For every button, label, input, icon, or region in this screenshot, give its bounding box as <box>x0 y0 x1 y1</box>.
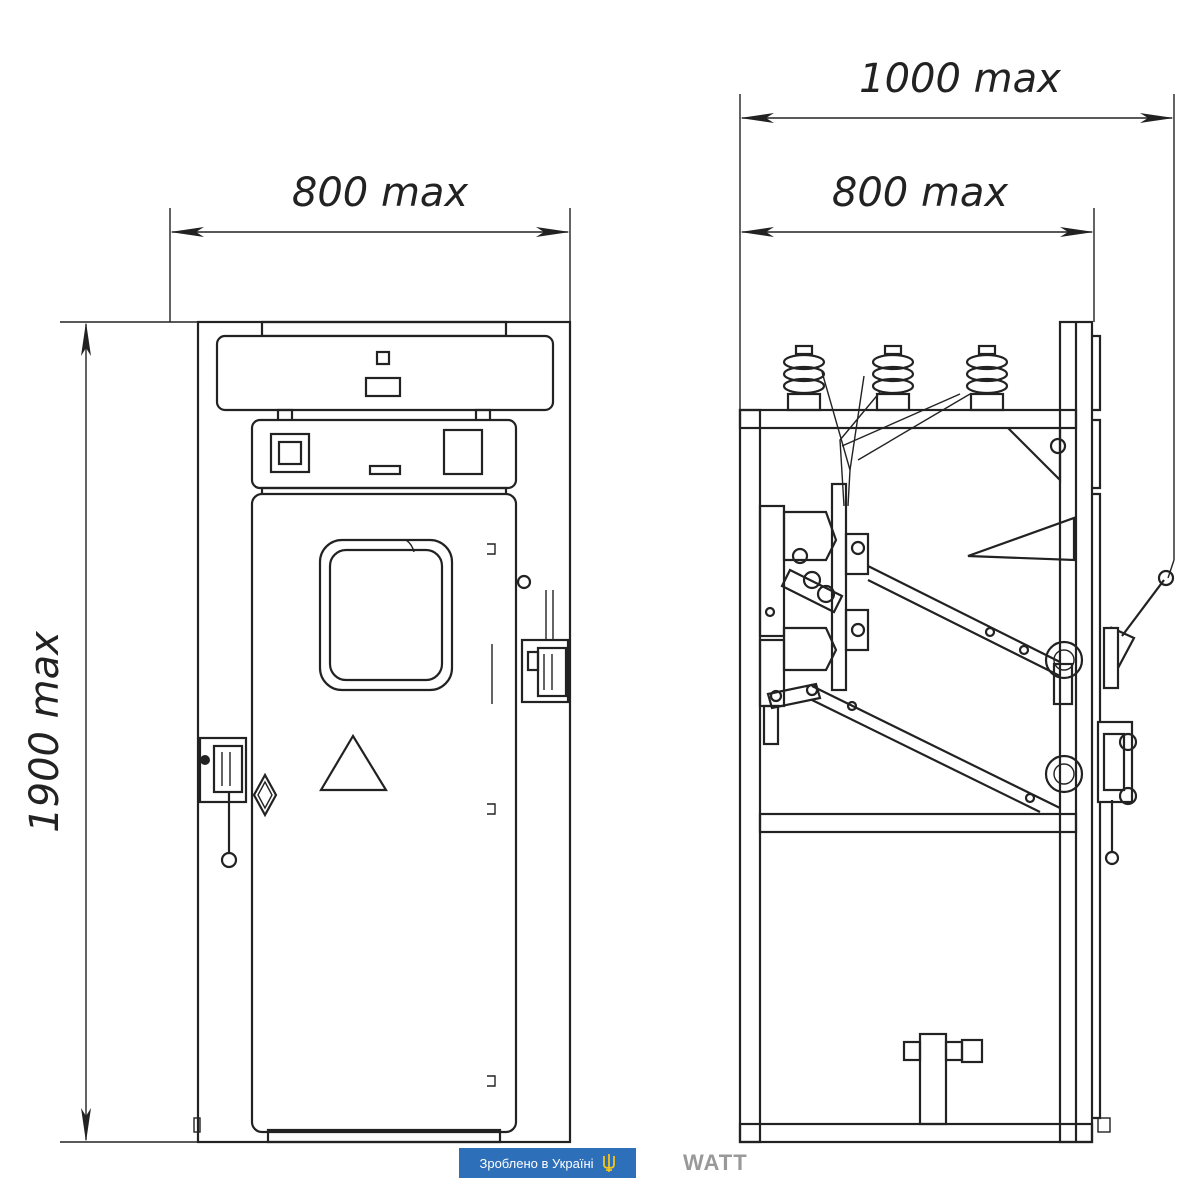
side-width-label: 800 max <box>832 170 1009 216</box>
front-width-label: 800 max <box>292 170 469 216</box>
insulator-1 <box>782 344 826 412</box>
front-view <box>60 208 572 1144</box>
insulator-3 <box>965 344 1009 412</box>
side-view <box>738 94 1175 1144</box>
made-in-label: Зроблено в Україні <box>479 1155 594 1171</box>
height-label: 1900 max <box>22 631 68 833</box>
trident-icon <box>602 1154 615 1172</box>
insulator-2 <box>871 344 915 412</box>
made-in-ukraine-badge[interactable]: Зроблено в Україні <box>459 1148 636 1178</box>
side-total-width-label: 1000 max <box>859 56 1061 102</box>
watt-logo: WATT <box>683 1150 748 1175</box>
